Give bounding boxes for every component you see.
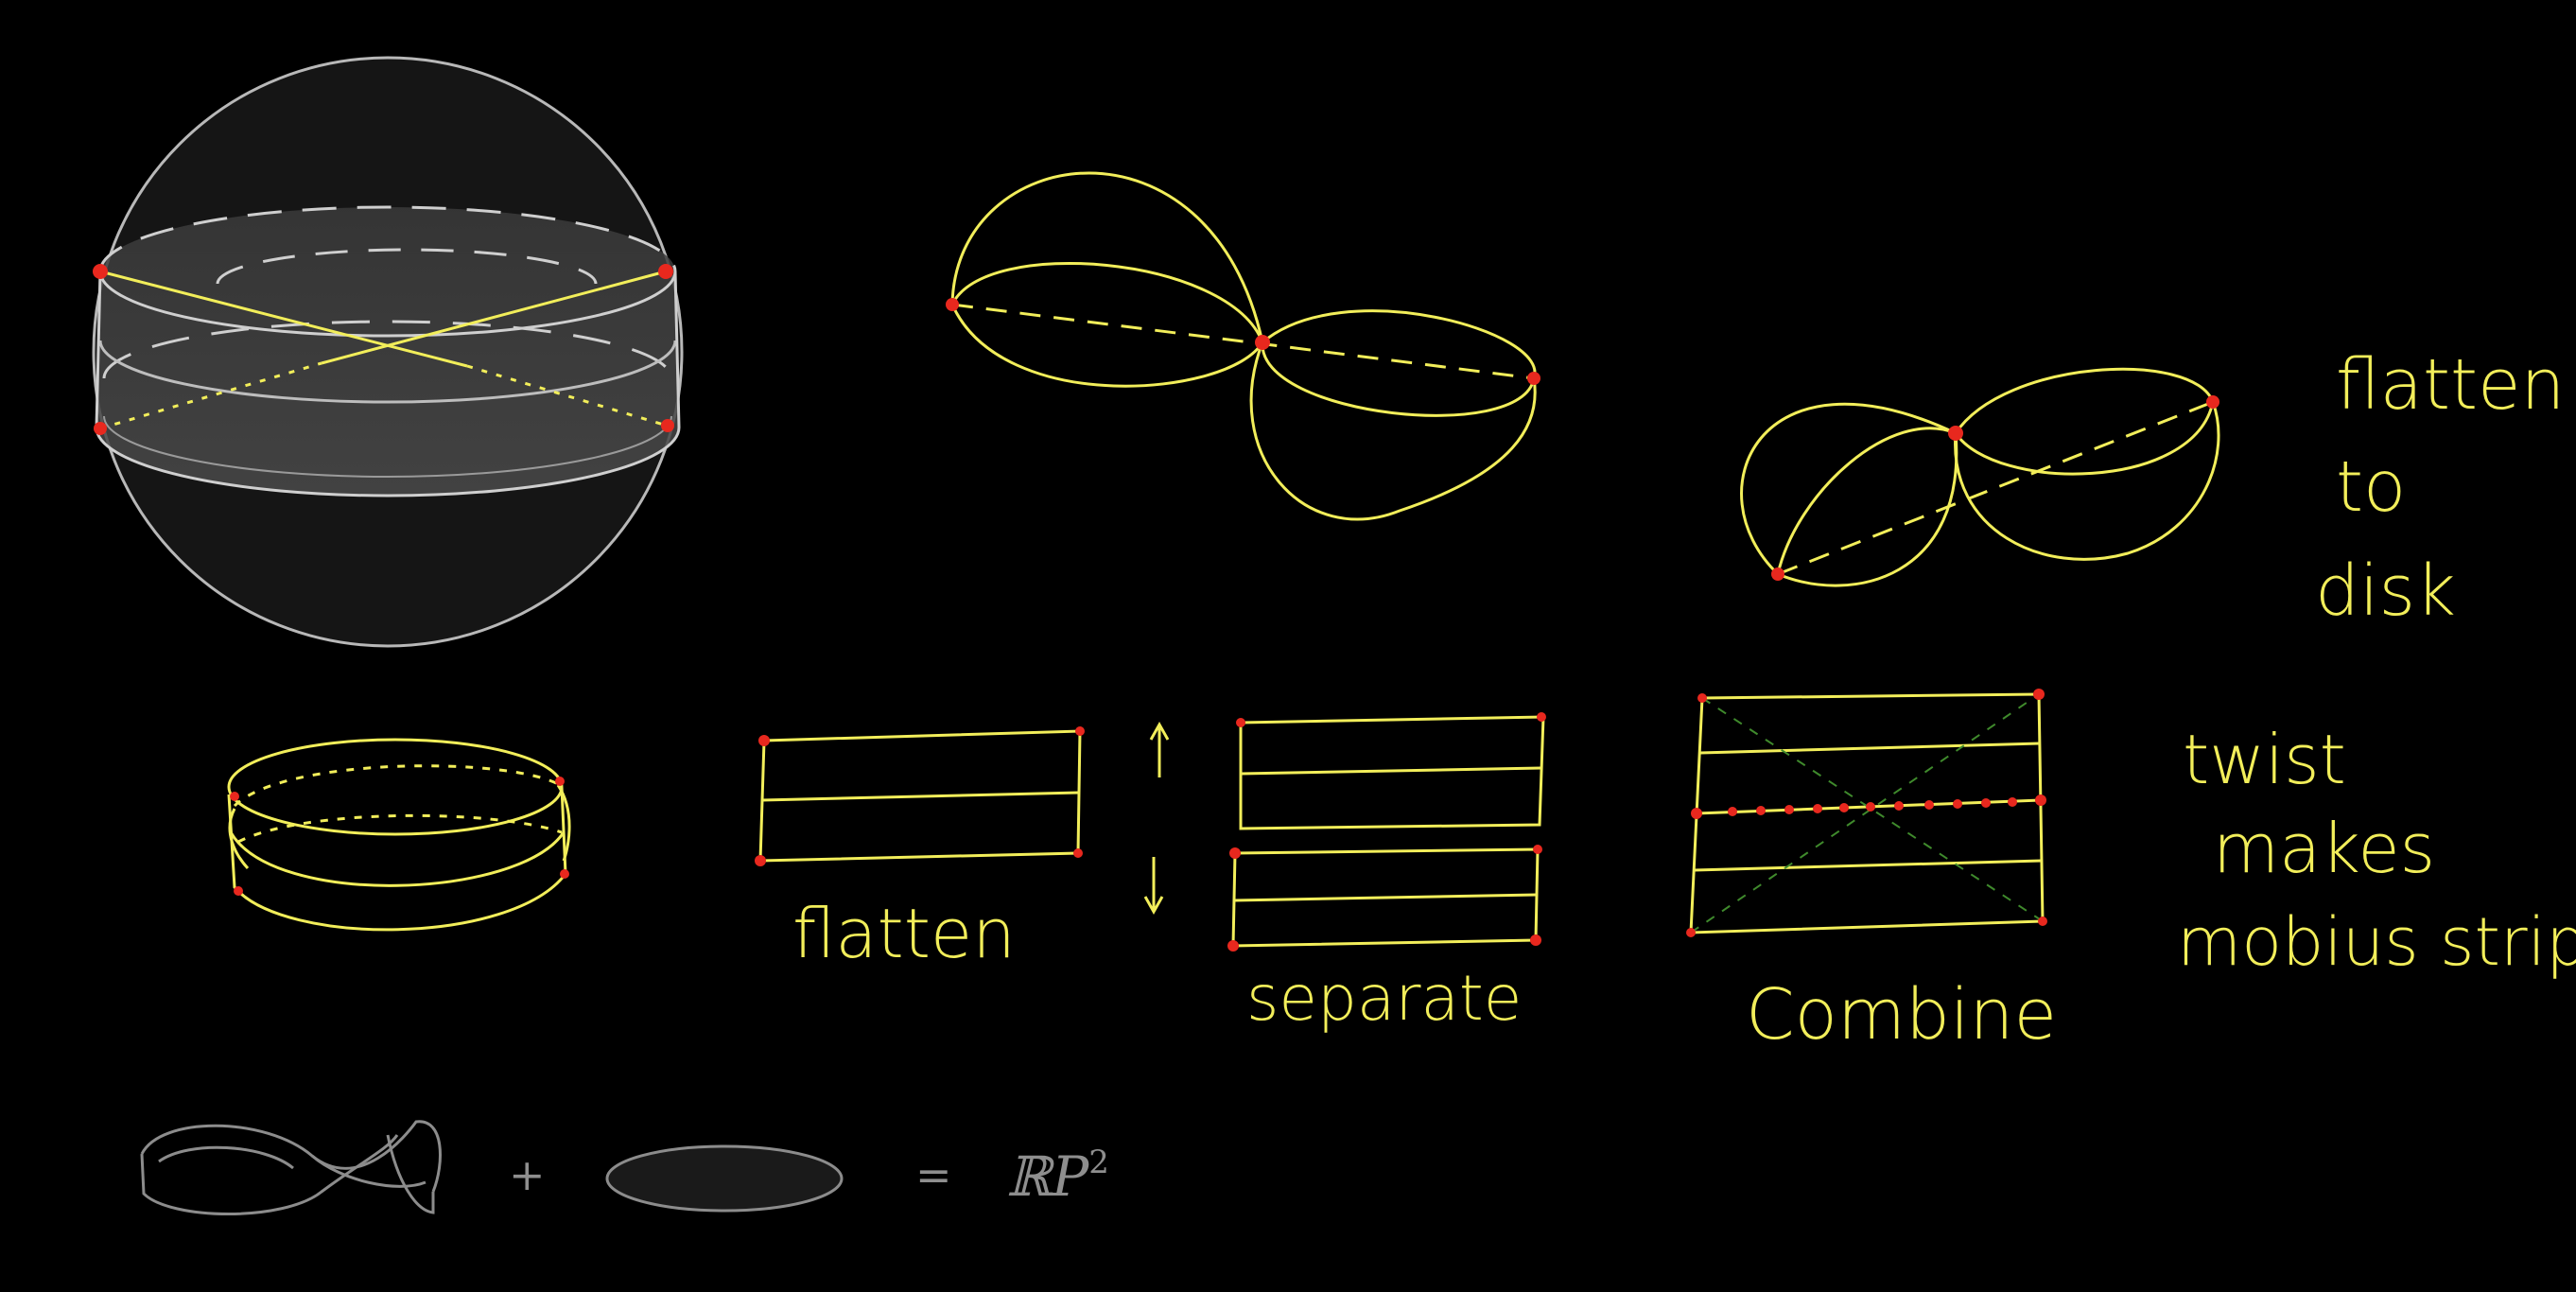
ring-front-middle [229,831,566,887]
hemi-point-right [1527,372,1540,385]
rot-point-left [1771,567,1784,581]
separated-rectangles-figure [1227,712,1546,952]
separate-top-middle [1240,766,1542,776]
sep-point-5 [1227,940,1239,952]
separate-bottom-middle [1233,893,1538,902]
rotated-diameter-dashed [1777,400,2214,576]
ring-right-twist [556,784,571,862]
twist-label: twist makes mobius strip [2177,720,2576,981]
right-bowl-rim-bottom [1954,401,2215,476]
rot-point-center [1948,426,1963,441]
ring-inner-dotted-1 [233,764,561,808]
twist-line-3: mobius strip [2177,903,2576,981]
plus-sign: + [509,1149,546,1200]
combine-diagonal-2 [1690,693,2040,934]
twist-line-1: twist [2183,720,2346,799]
flatten-to-disk-line-2: to [2336,446,2406,528]
band-left-edge [95,271,102,428]
sep-point-4 [1533,845,1542,854]
lower-hemisphere-rim-bottom [1261,341,1536,417]
ring-bottom-front [227,786,567,932]
rp2-base: ℝP [1006,1144,1089,1209]
separate-label: separate [1246,962,1522,1035]
combine-seam-points [1686,689,2047,937]
band-bottom-front-edge [95,427,681,498]
band-ring-figure [227,738,571,932]
ring-inner-dotted-2 [237,813,563,844]
band-top-back-edge [98,205,677,272]
sep-point-1 [1236,718,1245,727]
point-a [93,264,108,279]
ring-point-4 [560,869,569,879]
hemi-point-center [1255,335,1270,350]
combine-label: Combine [1746,974,2057,1056]
point-c [94,422,107,435]
ring-point-1 [230,792,239,801]
combine-line-3 [1694,859,2043,872]
rp2-exponent: 2 [1088,1144,1109,1181]
sep-point-3 [1229,847,1241,859]
flatten-to-disk-line-3: disk [2315,550,2456,632]
band-inner-ring-1 [216,248,598,285]
ring-point-3 [234,886,243,896]
equals-sign: = [915,1149,952,1200]
antipodal-line-1 [99,270,468,368]
equation-row: + = ℝP2 [140,1120,1109,1215]
lower-hemisphere-rim-top [1262,309,1537,379]
sep-point-6 [1530,934,1541,946]
disk-icon [605,1144,844,1213]
rot-point-right [2206,395,2219,409]
flatten-to-disk-label: flatten to disk [2315,344,2565,632]
combined-rectangle-figure [1686,689,2047,937]
flat-point-br [1073,848,1083,858]
upper-hemisphere-dome [950,171,1264,343]
antipodal-line-1-hidden [466,364,674,429]
sep-point-2 [1537,712,1546,722]
two-hemispheres-figure [946,171,1540,521]
flatten-to-disk-line-1: flatten [2336,344,2565,426]
left-bowl-outer [1740,402,1957,576]
band-middle-front-edge [98,340,677,404]
lower-hemisphere-bowl [1249,341,1537,521]
ring-top-ellipse [227,738,564,836]
mobius-strip-icon [140,1120,442,1215]
band-top-front-edge [98,271,677,338]
upper-hemisphere-rim-front [950,304,1264,388]
right-bowl-outer [1954,401,2220,561]
band-inner-lower [103,415,672,478]
rp2-symbol: ℝP2 [1006,1144,1109,1209]
left-bowl-rim-a [1776,427,1957,575]
combine-line-1 [1699,742,2041,755]
equatorial-band [96,207,679,496]
band-right-edge [673,271,681,428]
flattened-rectangle-figure [755,726,1085,866]
arrow-up-icon [1149,721,1170,777]
twist-line-2: makes [2213,809,2435,888]
flat-point-tl [758,735,770,746]
right-bowl-rim-top [1954,367,2215,434]
upper-hemisphere-rim-back [950,262,1264,343]
ring-point-2 [555,777,565,786]
antipodal-line-2 [321,270,667,365]
flat-rect-middle-line [761,791,1080,802]
arrow-down-icon [1143,857,1164,916]
hemi-point-left [946,298,959,311]
hemisphere-diameter-dashed [951,303,1535,380]
ring-left-twist [228,808,250,870]
flat-point-tr [1075,726,1085,736]
sphere-figure [92,56,684,648]
point-b [658,264,673,279]
flatten-label: flatten [792,894,1016,973]
point-d [661,419,674,432]
separation-arrows [1143,721,1170,916]
flat-point-bl [755,855,766,866]
left-bowl-rim-b [1777,432,1958,587]
rotated-hemispheres-figure [1740,367,2220,587]
band-inner-ring-2 [102,320,673,379]
separate-top-rect [1239,715,1545,830]
